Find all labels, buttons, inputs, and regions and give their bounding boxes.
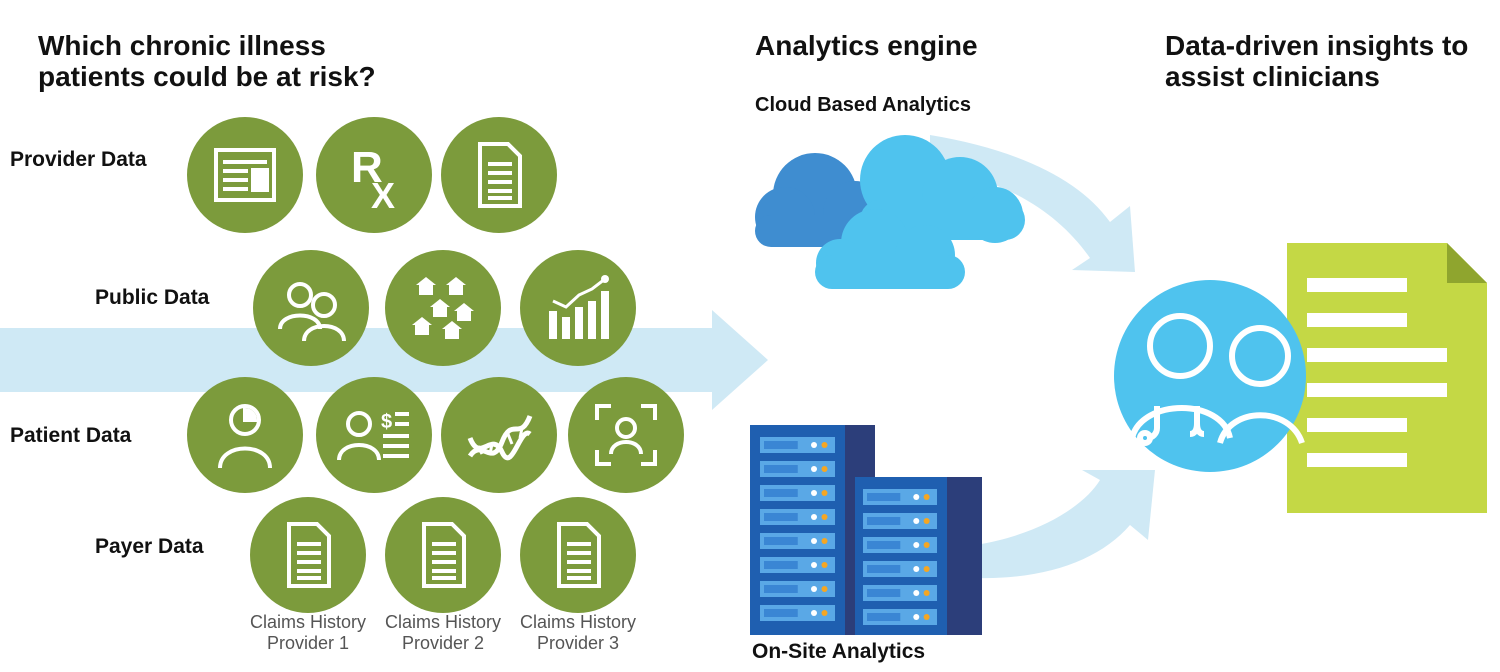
- clinicians-report-illustration: [1114, 243, 1487, 513]
- house-3: [430, 299, 450, 317]
- left-heading: Which chronic illness patients could be …: [38, 30, 376, 92]
- document-icon: [385, 497, 501, 613]
- right-heading-line2: assist clinicians: [1165, 61, 1380, 92]
- claims-caption-3-line1: Claims History: [519, 612, 636, 632]
- house-5: [412, 317, 432, 335]
- left-heading-line1: Which chronic illness: [38, 30, 326, 61]
- svg-text:$: $: [381, 411, 392, 433]
- server-slot: [863, 489, 937, 505]
- left-heading-line2: patients could be at risk?: [38, 61, 376, 92]
- server-slot: [863, 609, 937, 625]
- row-label-provider: Provider Data: [10, 148, 147, 171]
- claims-caption-1: Claims History Provider 1: [248, 612, 368, 654]
- cloud-label: Cloud Based Analytics: [755, 94, 971, 116]
- row-label-payer: Payer Data: [95, 535, 204, 558]
- onsite-output-arrow: [975, 470, 1155, 579]
- growth-chart-icon: [520, 250, 636, 366]
- claims-caption-3-line2: Provider 3: [536, 633, 620, 653]
- server-slot: [863, 561, 937, 577]
- row-label-public: Public Data: [95, 286, 210, 309]
- rx-letter-r: R: [351, 143, 383, 192]
- document-icon: [520, 497, 636, 613]
- claims-caption-1-line1: Claims History: [249, 612, 366, 632]
- server-slot: [863, 537, 937, 553]
- houses-icon: [385, 250, 501, 366]
- row-label-patient: Patient Data: [10, 424, 132, 447]
- house-1: [416, 277, 436, 295]
- server-slot: [760, 533, 835, 549]
- middle-heading: Analytics engine: [755, 30, 978, 61]
- document-icon: [441, 117, 557, 233]
- news-document-icon: [187, 117, 303, 233]
- rx-letter-x: X: [371, 175, 395, 212]
- server-slot: [760, 581, 835, 597]
- claims-caption-2: Claims History Provider 2: [383, 612, 503, 654]
- cloud-icon: [755, 135, 1025, 289]
- right-heading: Data-driven insights to assist clinician…: [1165, 30, 1468, 92]
- house-4: [454, 303, 474, 321]
- server-slot: [760, 557, 835, 573]
- server-slot: [760, 509, 835, 525]
- server-rack-tall: [750, 425, 875, 635]
- server-rack-short: [855, 477, 982, 635]
- claims-caption-2-line2: Provider 2: [401, 633, 485, 653]
- onsite-label: On-Site Analytics: [752, 640, 926, 663]
- server-racks-icon: [750, 425, 982, 635]
- server-slot: [760, 485, 835, 501]
- person-icon: [187, 377, 303, 493]
- dna-icon: [441, 377, 557, 493]
- face-scan-icon: [568, 377, 684, 493]
- server-slot: [863, 513, 937, 529]
- right-heading-line1: Data-driven insights to: [1165, 30, 1469, 61]
- people-icon: [253, 250, 369, 366]
- claims-caption-3: Claims History Provider 3: [518, 612, 638, 654]
- prescription-rx-icon: R X: [316, 117, 432, 233]
- server-slot: [760, 605, 835, 621]
- server-slot: [863, 585, 937, 601]
- server-slot: [760, 461, 835, 477]
- doctors-icon: [1114, 280, 1306, 472]
- claims-caption-1-line2: Provider 1: [266, 633, 350, 653]
- house-6: [442, 321, 462, 339]
- document-icon: [250, 497, 366, 613]
- server-slot: [760, 437, 835, 453]
- report-document-icon: [1287, 243, 1487, 513]
- cloud-front: [815, 209, 965, 289]
- house-2: [446, 277, 466, 295]
- claims-caption-2-line1: Claims History: [384, 612, 501, 632]
- person-billing-icon: $: [316, 377, 432, 493]
